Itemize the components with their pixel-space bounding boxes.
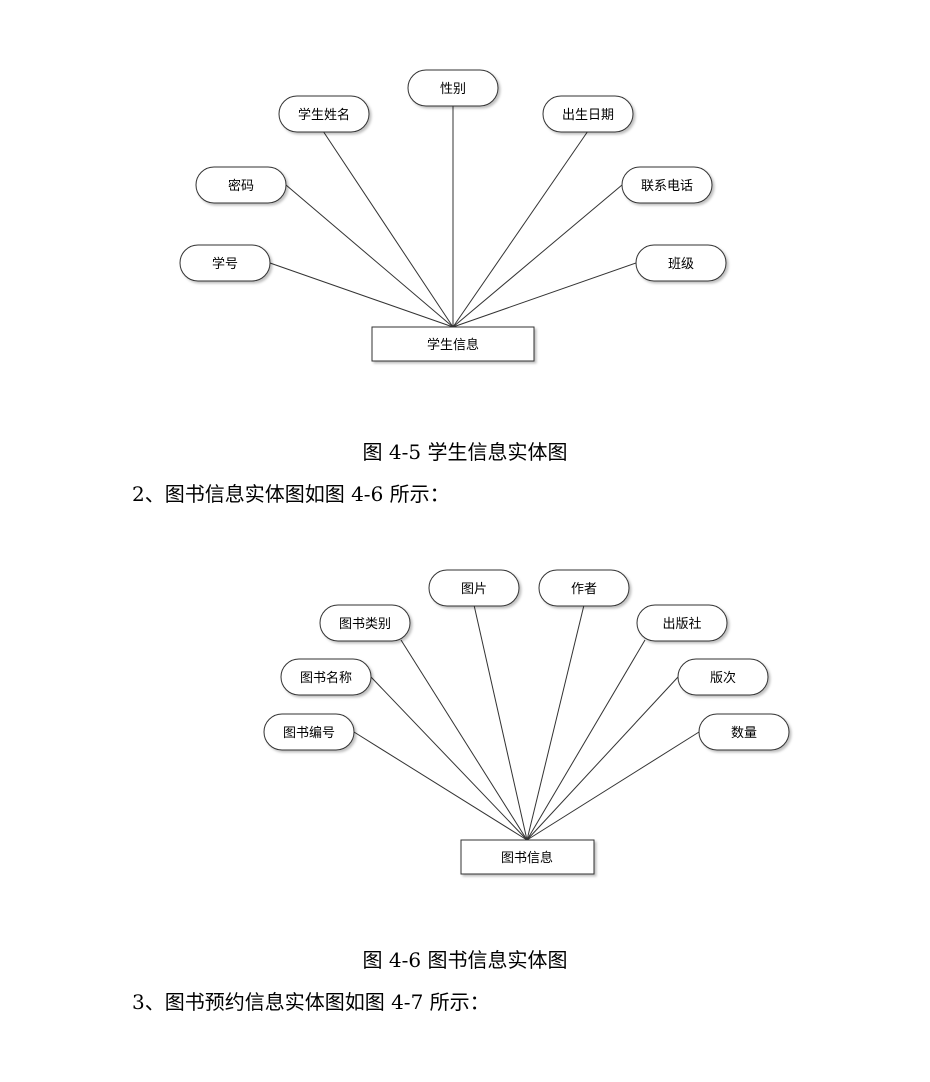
attribute-node: 版次	[677, 658, 769, 696]
entity-label: 学生信息	[427, 337, 479, 353]
attribute-label: 图书编号	[283, 726, 335, 741]
attribute-label: 出版社	[662, 616, 701, 632]
attribute-node: 班级	[635, 244, 727, 282]
connector-line	[473, 604, 528, 841]
attribute-label: 出生日期	[562, 108, 614, 123]
connector-line	[452, 130, 589, 328]
entity-node: 学生信息	[371, 326, 535, 362]
connector-line	[370, 676, 528, 841]
connector-line	[452, 184, 623, 328]
attribute-node: 数量	[698, 713, 790, 751]
attribute-node: 图书类别	[319, 604, 411, 642]
student-entity-diagram: 学号 密码 学生姓名 性别 出生日期 联系电话 班级 学生信息	[179, 69, 727, 362]
attribute-label: 联系电话	[641, 179, 693, 194]
attribute-label: 版次	[710, 670, 736, 686]
attribute-node: 图片	[428, 569, 520, 607]
book-entity-diagram: 图书编号 图书名称 图书类别 图片 作者 出版社 版次 数量 图书信息	[263, 569, 790, 875]
body-paragraph: 2、图书信息实体图如图 4-6 所示：	[132, 482, 450, 506]
attribute-node: 图书名称	[280, 658, 372, 696]
attribute-label: 图片	[461, 582, 487, 597]
entity-label: 图书信息	[501, 850, 553, 866]
connector-line	[285, 184, 454, 328]
connector-lines	[269, 105, 637, 328]
attribute-label: 性别	[440, 82, 466, 97]
connector-line	[400, 639, 528, 841]
entity-node: 图书信息	[460, 839, 595, 875]
attribute-node: 出版社	[636, 604, 728, 642]
attribute-node: 作者	[538, 569, 630, 607]
connector-lines	[353, 604, 700, 841]
connector-line	[269, 262, 454, 328]
connector-line	[526, 676, 679, 841]
attribute-node: 学生姓名	[278, 95, 370, 133]
attribute-label: 图书类别	[339, 617, 391, 632]
body-paragraph: 3、图书预约信息实体图如图 4-7 所示：	[132, 990, 490, 1014]
connector-line	[353, 731, 528, 841]
attribute-node: 出生日期	[542, 95, 634, 133]
attribute-label: 学号	[212, 256, 238, 272]
connector-line	[526, 731, 700, 841]
attribute-label: 密码	[228, 178, 254, 194]
attribute-label: 学生姓名	[298, 107, 350, 123]
connector-line	[526, 604, 585, 841]
connector-line	[526, 639, 646, 841]
attribute-label: 作者	[571, 582, 597, 597]
attribute-node: 密码	[195, 166, 287, 204]
attribute-label: 数量	[731, 726, 757, 741]
attribute-node: 学号	[179, 244, 271, 282]
figure-caption: 图 4-5 学生信息实体图	[362, 440, 568, 464]
attribute-node: 联系电话	[621, 166, 713, 204]
connector-line	[452, 262, 637, 328]
attribute-node: 性别	[407, 69, 499, 107]
attribute-label: 班级	[668, 257, 694, 272]
figure-caption: 图 4-6 图书信息实体图	[362, 948, 568, 972]
attribute-label: 图书名称	[300, 670, 352, 686]
connector-line	[322, 130, 454, 328]
attribute-node: 图书编号	[263, 713, 355, 751]
